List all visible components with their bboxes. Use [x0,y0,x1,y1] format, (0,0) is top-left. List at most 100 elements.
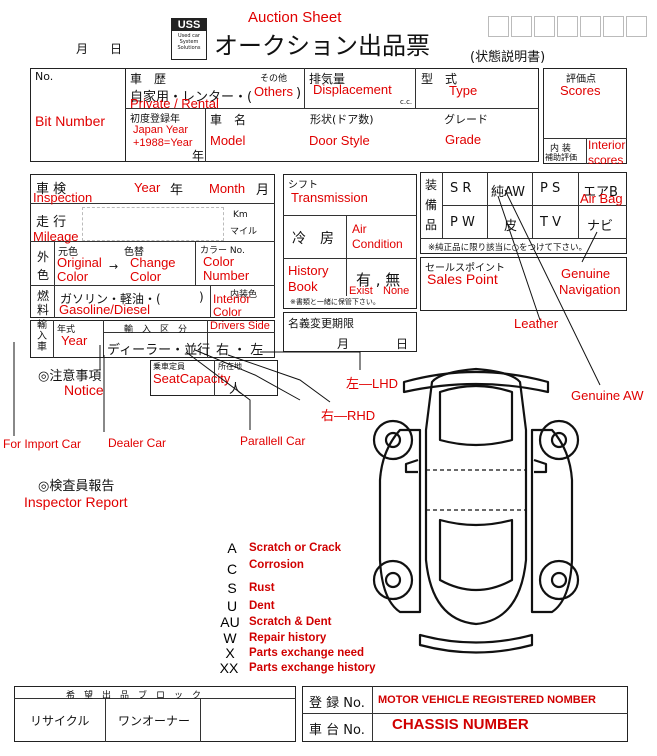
original-color: Color [57,269,89,284]
interior-label-2: 補助評価 [545,153,577,162]
equipment-label-3: 品 [425,218,438,232]
recycle: リサイクル [30,714,90,728]
legend-code: W [223,630,237,646]
type-label: 型 式 [421,72,458,86]
scores-label: 評価点 [566,74,596,85]
car-rear-bumper [418,633,534,654]
no-label: No. [35,70,54,83]
import-year: Year [61,333,88,348]
legend-code: AU [220,614,240,630]
import-type-label: 輸 入 区 分 [124,325,188,335]
equip-aw: 純AW [491,185,526,200]
uss-logo-text: USS [172,19,206,31]
mileage-label: 走 行 [36,215,67,230]
inspection: Inspection [33,190,93,205]
reg-label: 登 録 No. [309,696,365,711]
model-label: 車 名 [210,113,247,127]
insp-month: Month [209,181,246,196]
change-label: 色替 [124,247,144,258]
interior-scores: scores [588,153,624,167]
one-owner: ワンオーナー [118,714,191,728]
air: Air [352,222,367,236]
block-label: 希 望 出 品 ブ ロ ッ ク [66,691,202,701]
exterior-label-1: 外 [37,250,50,264]
equip-tv: T V [540,215,561,230]
others: Others [254,84,294,99]
dealer-car-pointer-line [99,345,105,432]
legend-meaning: Parts exchange history [249,662,376,674]
mile-unit: マイル [230,227,258,237]
fuel-label-1: 燃 [37,289,50,303]
leather: Leather [514,316,559,331]
stamp-box [534,16,555,37]
color-number-2: Number [203,268,250,283]
equipment-label-2: 備 [425,198,438,212]
car-top-body [424,367,528,626]
history-other: その他 [260,74,288,84]
hub-front-left [384,431,402,449]
navigation-pointer-line [581,231,598,263]
legend-code: C [226,561,238,577]
interior-score: Interior [588,138,626,152]
history-book-2: Book [288,279,318,294]
sales-point: Sales Point [427,271,498,287]
chassis-number: CHASSIS NUMBER [392,716,529,733]
chassis-label: 車 台 No. [309,723,365,738]
equip-navi: ナビ [587,219,614,234]
cc-unit: c.c. [400,98,413,106]
displacement: Displacement [313,82,392,97]
bit-number: Bit Number [35,113,106,129]
type: Type [449,83,478,98]
equipment-label-1: 装 [425,178,438,192]
interior-color-1: Interior [213,292,251,306]
name-change-month: 月 [337,337,350,351]
fuel-label-2: 料 [37,303,50,317]
interior-color-2: Color [213,305,242,319]
japan-year: Japan Year [133,124,189,136]
vehicle-info-box [125,68,539,162]
legend-meaning: Corrosion [249,559,304,571]
private-rental: Private / Rental [130,96,219,111]
dealer-parallel-jp: ディーラー・並行 [107,343,211,358]
sales-point-box [420,257,627,311]
exterior-label-2: 色 [37,268,50,282]
import-year-label: 年式 [57,325,76,335]
exist: Exist [349,285,373,297]
legend-meaning: Scratch or Crack [249,542,342,554]
genuine-note: ※純正品に限り該当に○をつけて下さい。 [428,243,588,253]
sheet-title-jp: オークション出品票 [214,32,430,60]
dealer-car: Dealer Car [108,436,167,450]
wheel-rear-left [372,559,414,601]
inspector-report: Inspector Report [24,494,128,510]
legend-meaning: Repair history [249,632,327,644]
legend-code: U [226,598,238,614]
date-day: 日 [110,42,123,56]
stamp-box [626,16,647,37]
stamp-box [580,16,601,37]
import-label: 輸入車 [37,320,47,353]
year-kanji: 年 [192,149,205,163]
interior-label-1: 内 装 [550,144,571,154]
wheel-front-right [538,419,580,461]
air-bag: Air Bag [580,191,623,206]
car-door-lines [426,469,526,511]
seat-capacity-label: 乗車定員 [153,362,185,371]
scores: Scores [560,83,601,98]
inspection-box [30,174,275,318]
fuel-jp: ガソリン・軽油・( [60,292,161,306]
lhd-label: 左—LHD [346,376,399,391]
reg-number: MOTOR VEHICLE REGISTERED NOMBER [378,694,596,706]
lhd-pointer-line [260,351,361,370]
interior-color-label: 内装色 [230,290,258,300]
color-number-1: Color [203,254,235,269]
insp-year-jp: 年 [170,183,184,198]
leather-pointer-line [497,195,541,321]
for-import-car: For Import Car [3,437,82,451]
genuine-aw-pointer-line [504,189,601,386]
mileage-digits [82,207,224,241]
parallel-car: Parallell Car [240,434,306,448]
legend-code: S [227,580,237,596]
transmission-label: シフト [288,180,318,191]
date-month: 月 [76,42,89,56]
